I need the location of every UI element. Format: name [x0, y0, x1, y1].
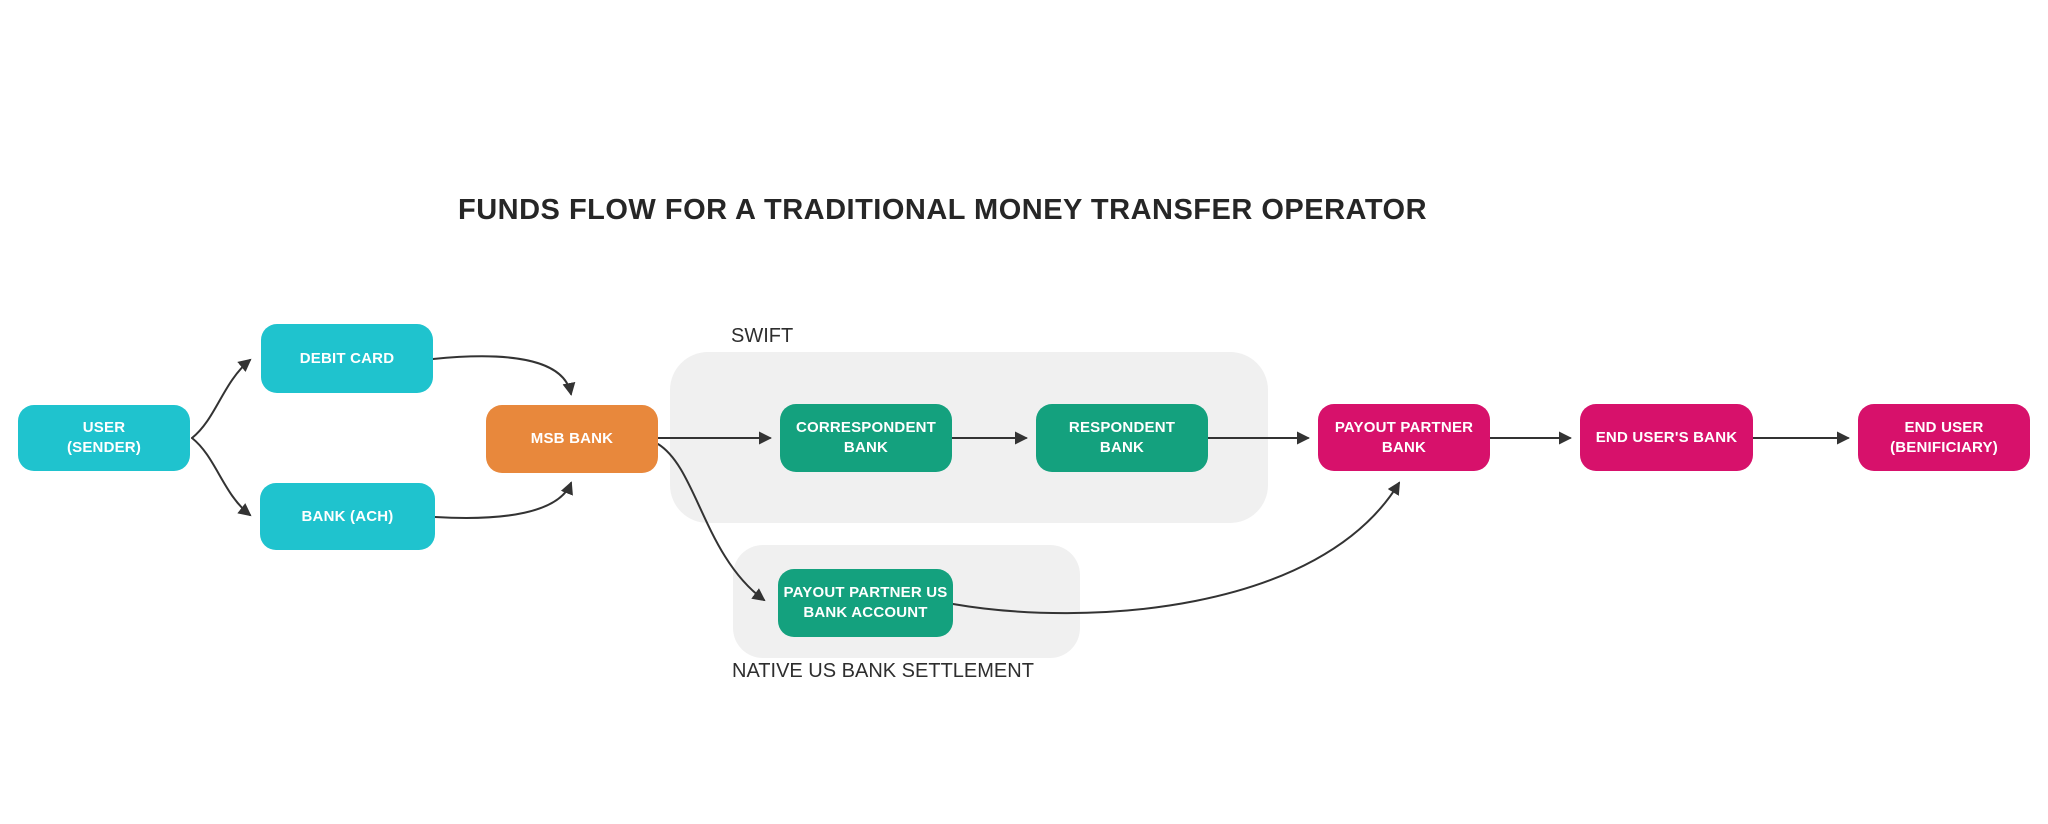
- node-respondent-bank: RESPONDENT BANK: [1036, 404, 1208, 472]
- node-payout-partner-us-bank-account: PAYOUT PARTNER US BANK ACCOUNT: [778, 569, 953, 637]
- diagram-title: FUNDS FLOW FOR A TRADITIONAL MONEY TRANS…: [458, 194, 1428, 226]
- edge-payout-us-account-to-payout-partner-bank: [952, 481, 1401, 615]
- edge-user-to-bank-ach: [191, 437, 252, 517]
- node-end-user-beneficiary: END USER (BENIFICIARY): [1858, 404, 2030, 471]
- node-end-users-bank: END USER'S BANK: [1580, 404, 1753, 471]
- edge-debit-card-to-msb-bank: [432, 355, 576, 396]
- edge-msb-bank-to-payout-partner-us-account: [657, 443, 766, 602]
- edge-bank-ach-to-msb-bank: [434, 481, 573, 519]
- node-user-sender: USER (SENDER): [18, 405, 190, 471]
- swift-group-label: SWIFT: [731, 325, 794, 347]
- native-us-settlement-group-label: NATIVE US BANK SETTLEMENT: [732, 660, 1034, 682]
- node-msb-bank: MSB BANK: [486, 405, 658, 473]
- node-payout-partner-bank: PAYOUT PARTNER BANK: [1318, 404, 1490, 471]
- edge-user-to-debit-card: [191, 358, 252, 439]
- node-debit-card: DEBIT CARD: [261, 324, 433, 393]
- node-bank-ach: BANK (ACH): [260, 483, 435, 550]
- node-correspondent-bank: CORRESPONDENT BANK: [780, 404, 952, 472]
